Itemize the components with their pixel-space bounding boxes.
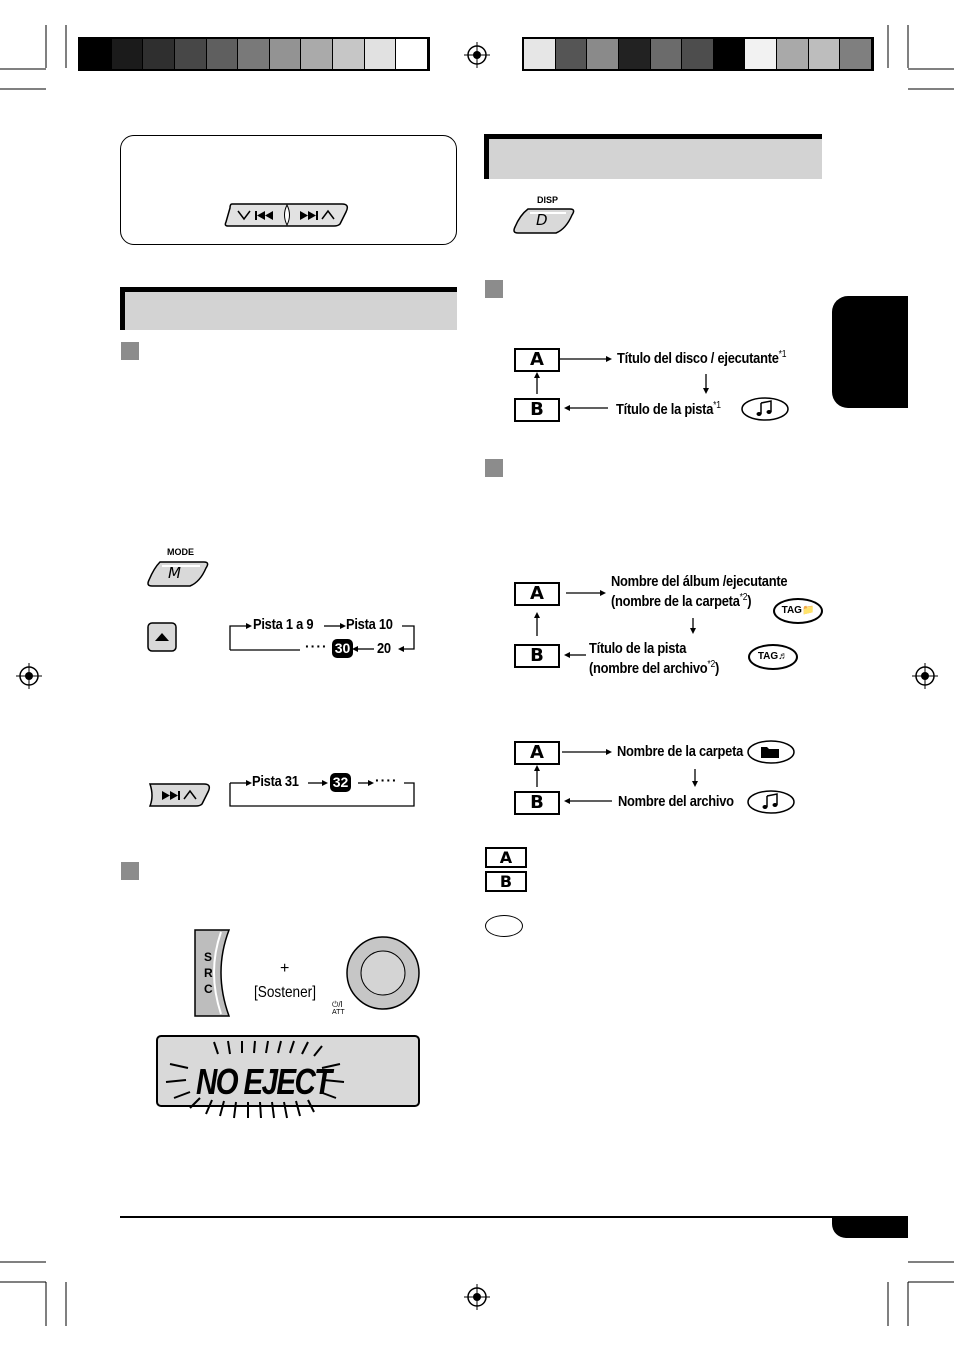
power-label: ⏻/I xyxy=(332,1000,343,1009)
diag1-b-box: B xyxy=(514,398,560,422)
track-sequence-1-arrows xyxy=(229,623,415,652)
track-seq1-c: 20 xyxy=(377,640,391,657)
src-letter-s: S xyxy=(204,950,213,964)
up-button-icon[interactable] xyxy=(147,622,177,652)
diag3-b-box: B xyxy=(514,791,560,815)
lcd-flash-burst xyxy=(165,1040,345,1119)
diag1-arrows xyxy=(534,356,709,411)
music-note-icon xyxy=(741,397,789,421)
folder-icon xyxy=(747,740,795,764)
color-bar-left-swatch xyxy=(143,39,175,69)
diag2-b-line2: (nombre del archivo*2) xyxy=(589,659,720,677)
legend-a-box: A xyxy=(485,847,527,868)
color-bar-left-swatch xyxy=(301,39,334,69)
hold-plus: + xyxy=(280,960,290,977)
color-bar-right-swatch xyxy=(777,39,809,69)
diag1-a-box: A xyxy=(514,348,560,372)
color-bar-right-swatch xyxy=(618,39,651,69)
color-bar-left-swatch xyxy=(238,39,270,69)
mode-button-icon[interactable] xyxy=(146,560,209,588)
color-bar-right-swatch xyxy=(555,39,588,69)
section-header-right xyxy=(484,134,822,179)
diag2-b-box: B xyxy=(514,644,560,668)
volume-knob-icon[interactable] xyxy=(344,934,422,1012)
music-note-icon xyxy=(747,790,795,814)
registration-mark-icon xyxy=(464,42,490,68)
diag3-b-text: Nombre del archivo xyxy=(618,793,734,810)
side-tab xyxy=(832,296,908,408)
color-bar-left xyxy=(78,37,430,71)
diag2-a-line2: (nombre de la carpeta*2) xyxy=(611,592,752,610)
tag-folder-icon: TAG📁 xyxy=(773,598,823,624)
diag2-a-box: A xyxy=(514,582,560,606)
color-bar-right-swatch xyxy=(713,39,746,69)
disp-key: D xyxy=(536,211,548,229)
note-box xyxy=(120,135,457,245)
disp-button-icon[interactable] xyxy=(512,207,575,235)
color-bar-left-swatch xyxy=(174,39,207,69)
registration-mark-icon xyxy=(16,663,42,689)
page-number-tab xyxy=(832,1218,908,1238)
step-marker xyxy=(121,342,139,360)
hold-text: [Sostener] xyxy=(254,984,316,1001)
track-sequence-2-box xyxy=(229,780,415,807)
color-bar-right-swatch xyxy=(682,39,714,69)
diag1-a-text: Título del disco / ejecutante*1 xyxy=(617,349,787,367)
color-bar-right-swatch xyxy=(524,39,556,69)
diag3-a-text: Nombre de la carpeta xyxy=(617,743,744,760)
color-bar-left-swatch xyxy=(80,39,112,69)
footer-rule xyxy=(120,1216,908,1218)
step-marker xyxy=(485,459,503,477)
color-bar-left-swatch xyxy=(111,39,144,69)
tag-music-icon: TAG♬ xyxy=(748,644,798,670)
diag1-b-text: Título de la pista*1 xyxy=(616,400,721,418)
registration-mark-icon xyxy=(464,1284,490,1310)
src-letter-c: C xyxy=(204,982,213,996)
color-bar-left-swatch xyxy=(364,39,397,69)
color-bar-right-swatch xyxy=(587,39,619,69)
track-seq2-dots: ···· xyxy=(375,772,398,788)
src-letter-r: R xyxy=(204,966,213,980)
color-bar-right-swatch xyxy=(808,39,841,69)
color-bar-right-swatch xyxy=(745,39,778,69)
color-bar-left-swatch xyxy=(269,39,302,69)
color-bar-right-swatch xyxy=(650,39,683,69)
src-button-icon[interactable] xyxy=(193,928,235,1018)
color-bar-right xyxy=(522,37,874,71)
track-seq1-a: Pista 1 a 9 xyxy=(253,616,314,633)
diag2-a-line1: Nombre del álbum /ejecutante xyxy=(611,573,788,590)
color-bar-left-swatch xyxy=(396,39,429,69)
legend-oval-icon xyxy=(485,915,523,937)
legend-b-box: B xyxy=(485,871,527,892)
disp-label: DISP xyxy=(537,195,559,205)
track-seq1-d-badge: 30 xyxy=(332,639,353,658)
step-marker xyxy=(121,862,139,880)
track-seq2-b-badge: 32 xyxy=(330,773,351,792)
registration-mark-icon xyxy=(912,663,938,689)
track-seq2-a: Pista 31 xyxy=(252,773,299,790)
att-label: ATT xyxy=(332,1009,345,1016)
color-bar-right-swatch xyxy=(840,39,873,69)
color-bar-left-swatch xyxy=(206,39,239,69)
mode-label: MODE xyxy=(167,547,194,557)
color-bar-left-swatch xyxy=(333,39,365,69)
track-seq1-b: Pista 10 xyxy=(346,616,393,633)
track-seq1-dots: ···· xyxy=(305,638,328,654)
lcd-display xyxy=(156,1035,420,1107)
mode-key: M xyxy=(168,564,181,582)
diag3-a-box: A xyxy=(514,741,560,765)
diag2-arrows xyxy=(534,590,696,658)
skip-forward-button-icon[interactable] xyxy=(146,782,212,808)
lcd-text: NO EJECT xyxy=(196,1061,332,1102)
diag2-b-line1: Título de la pista xyxy=(589,640,687,657)
section-header-left xyxy=(120,287,457,330)
skip-button-icon[interactable] xyxy=(224,202,350,228)
step-marker xyxy=(485,280,503,298)
diag3-arrows xyxy=(534,749,698,804)
